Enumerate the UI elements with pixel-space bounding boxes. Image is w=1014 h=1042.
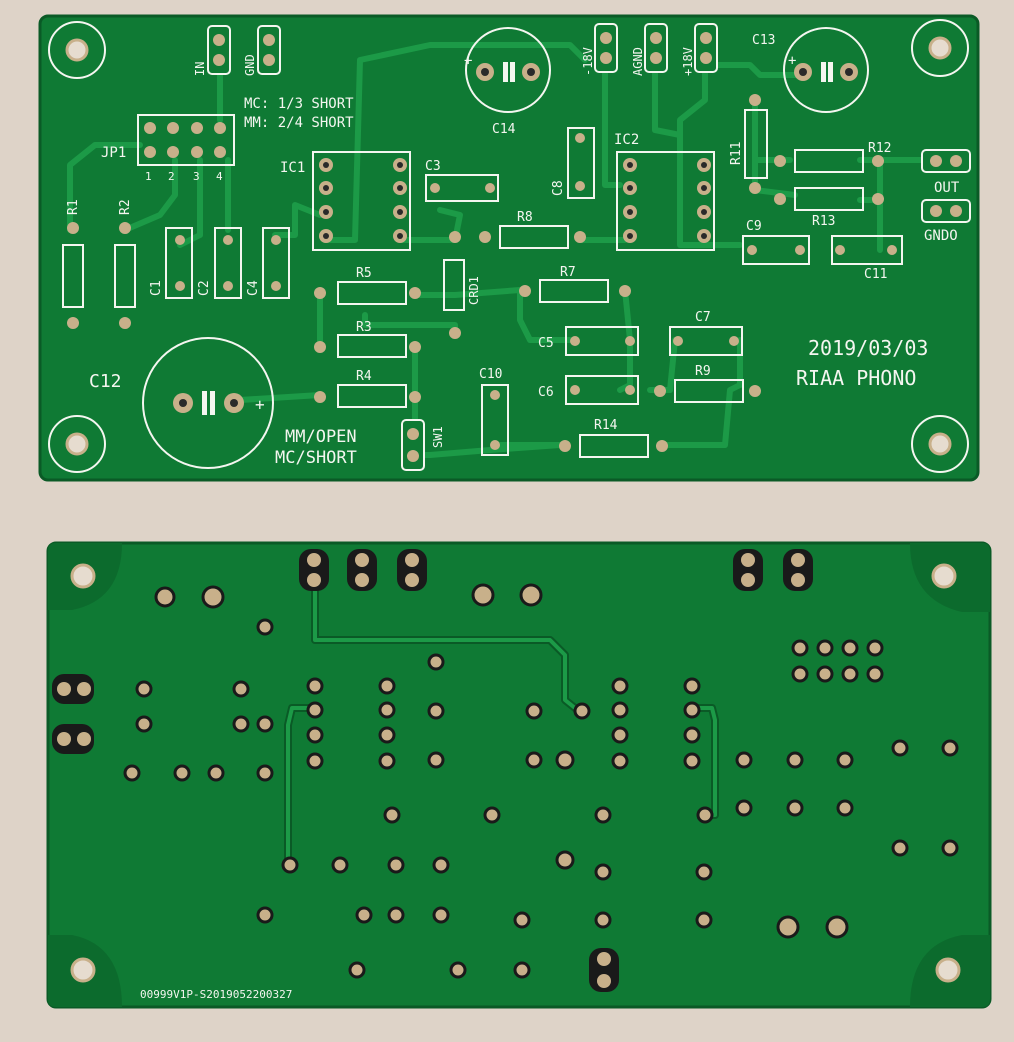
label-c6: C6	[538, 385, 554, 400]
output-label-out: OUT	[934, 180, 960, 196]
jumper-header	[137, 114, 235, 166]
jumper-pin-4: 4	[216, 170, 223, 183]
plus-sign-c12: +	[255, 395, 265, 414]
label-c8: C8	[551, 180, 566, 196]
output-label-gndo: GNDO	[924, 228, 958, 244]
input-label-gnd: GND	[243, 54, 257, 76]
ic-footprints	[312, 151, 715, 251]
front-silkscreen: 2019/03/03 RIAA PHONO IC1 IC2 JP1 1 2 3 …	[66, 33, 960, 468]
label-crd1: CRD1	[467, 276, 481, 305]
label-c7: C7	[695, 310, 711, 325]
jumper-pin-3: 3	[193, 170, 200, 183]
power-label-pos: +18V	[681, 47, 695, 76]
switch-label: SW1	[431, 426, 445, 448]
back-board-substrate	[46, 541, 992, 1009]
switch-text-top: MM/OPEN	[285, 427, 357, 447]
label-r4: R4	[356, 369, 372, 384]
back-board: 00999V1P-S2019052200327	[46, 541, 992, 1009]
power-label-neg: -18V	[581, 47, 595, 76]
jumper-pin-2: 2	[168, 170, 175, 183]
capacitor-footprints	[165, 127, 903, 456]
back-pads	[123, 583, 959, 979]
label-r2: R2	[118, 199, 133, 215]
back-mounting-holes	[48, 543, 990, 1007]
label-c9: C9	[746, 219, 762, 234]
electrolytic-outlines	[142, 27, 869, 469]
label-r7: R7	[560, 265, 576, 280]
label-r9: R9	[695, 364, 711, 379]
jumper-note-mm: MM: 2/4 SHORT	[244, 115, 354, 131]
input-label-in: IN	[193, 62, 207, 76]
component-pads	[67, 94, 897, 452]
label-c12: C12	[89, 371, 122, 392]
label-r8: R8	[517, 210, 533, 225]
front-mounting-holes	[48, 19, 969, 473]
label-r11: R11	[729, 142, 744, 165]
serial-number: 00999V1P-S2019052200327	[140, 988, 292, 1001]
board-title: RIAA PHONO	[796, 366, 916, 390]
resistor-footprints	[62, 109, 864, 458]
label-c3: C3	[425, 159, 441, 174]
front-board: 2019/03/03 RIAA PHONO IC1 IC2 JP1 1 2 3 …	[38, 14, 980, 482]
switch-text-bottom: MC/SHORT	[275, 448, 357, 468]
electrolytic-pads	[173, 62, 858, 415]
label-r14: R14	[594, 418, 618, 433]
label-r13: R13	[812, 214, 835, 229]
power-label-agnd: AGND	[631, 47, 645, 76]
jumper-label: JP1	[101, 145, 126, 161]
label-c14: C14	[492, 122, 516, 137]
jumper-pin-1: 1	[145, 170, 152, 183]
ic2-label: IC2	[614, 132, 639, 148]
label-r5: R5	[356, 266, 372, 281]
label-c1: C1	[149, 280, 164, 296]
label-r3: R3	[356, 320, 372, 335]
label-c13: C13	[752, 33, 775, 48]
label-c10: C10	[479, 367, 502, 382]
label-c11: C11	[864, 267, 887, 282]
label-c2: C2	[197, 280, 212, 296]
label-c5: C5	[538, 336, 554, 351]
date-label: 2019/03/03	[808, 336, 928, 360]
back-connector-pads	[52, 549, 813, 992]
plus-sign-c14: +	[464, 53, 472, 69]
connectors	[207, 23, 971, 471]
label-r1: R1	[66, 199, 81, 215]
label-r12: R12	[868, 141, 891, 156]
label-c4: C4	[246, 280, 261, 296]
plus-sign-c13: +	[788, 53, 796, 69]
jumper-note-mc: MC: 1/3 SHORT	[244, 96, 354, 112]
ic1-label: IC1	[280, 160, 305, 176]
